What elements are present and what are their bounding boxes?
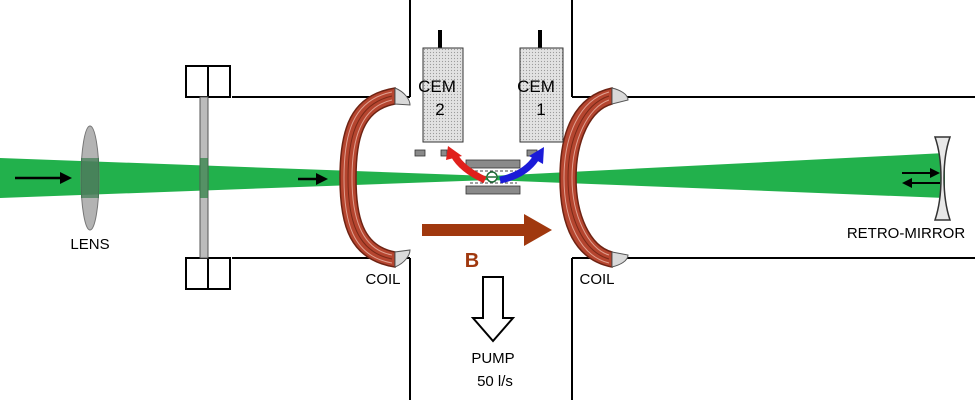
chamber-walls (232, 0, 975, 400)
cem-2-detector: CEM 2 (418, 30, 464, 143)
lens-label: LENS (70, 236, 109, 253)
blue-trajectory-arrow (499, 147, 544, 184)
left-coil (339, 87, 411, 268)
window-flange (185, 65, 231, 290)
b-field-label: B (465, 250, 479, 272)
cem-1-detector: CEM 1 (517, 30, 564, 143)
cem-2-label-line2: 2 (435, 100, 444, 119)
beam-converging (0, 158, 490, 198)
retro-mirror (902, 136, 952, 221)
pump-label: PUMP (471, 350, 514, 367)
beam-direction-arrows (15, 172, 328, 185)
cem-2-label-line1: CEM (418, 77, 456, 96)
red-trajectory-arrow (446, 146, 487, 184)
lens (80, 125, 100, 231)
retro-mirror-label: RETRO-MIRROR (847, 225, 965, 242)
pump-speed-label: 50 l/s (477, 373, 513, 390)
cem-1-label-line2: 1 (536, 100, 545, 119)
pump-arrow: PUMP 50 l/s (470, 276, 516, 390)
laser-beam (0, 153, 945, 198)
beam-diverging (490, 153, 945, 198)
left-coil-label: COIL (365, 271, 400, 288)
right-coil-label: COIL (579, 271, 614, 288)
right-coil (559, 87, 629, 268)
cem-1-label-line1: CEM (517, 77, 555, 96)
electrode-assembly (414, 149, 538, 195)
magnetic-field-arrow: B (422, 214, 552, 272)
